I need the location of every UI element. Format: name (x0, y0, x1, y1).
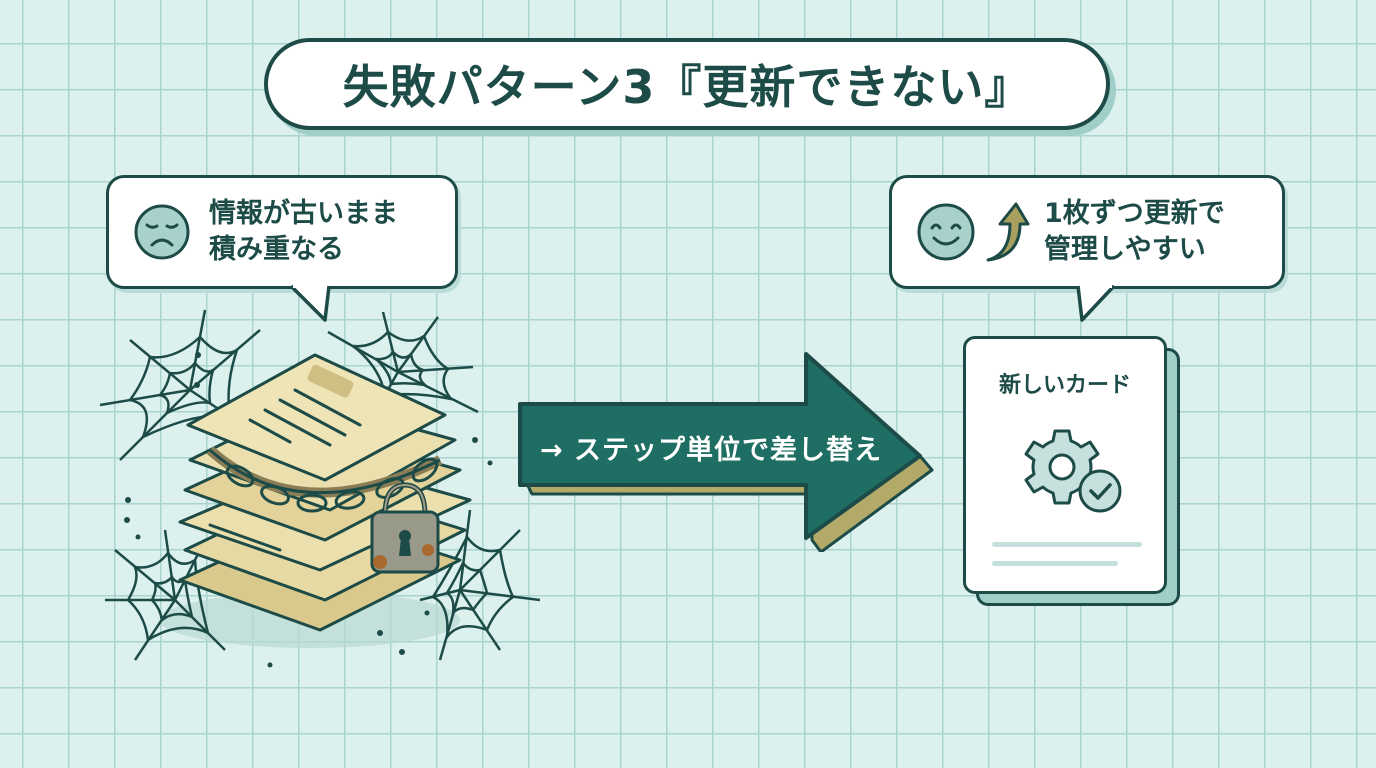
up-arrow-icon (986, 202, 1030, 262)
old-document-stack-illustration (99, 309, 540, 668)
card-text-line (992, 561, 1118, 566)
padlock-icon (370, 482, 440, 574)
arrow-label: → ステップ単位で差し替え (540, 435, 883, 466)
right-bubble-line-2: 管理しやすい (1044, 234, 1206, 265)
left-speech-bubble: 情報が古いまま 積み重なる (106, 175, 458, 322)
bubble-tail (1076, 284, 1116, 322)
transition-arrow (518, 352, 934, 552)
left-bubble-text: 情報が古いまま 積み重なる (209, 196, 398, 268)
left-bubble-line-2: 積み重なる (209, 234, 344, 265)
card-title: 新しいカード (998, 373, 1131, 398)
bubble-tail (289, 284, 331, 322)
sad-face-icon (134, 204, 190, 260)
chain-icon (206, 446, 443, 513)
new-card: 新しいカード (963, 336, 1167, 594)
title-banner: 失敗パターン3『更新できない』 (264, 38, 1110, 130)
left-bubble-line-1: 情報が古いまま (209, 198, 398, 229)
smile-face-icon (917, 203, 975, 261)
card-text-line (992, 542, 1142, 547)
right-bubble-text: 1枚ずつ更新で 管理しやすい (1044, 196, 1225, 268)
right-bubble-line-1: 1枚ずつ更新で (1044, 198, 1225, 229)
cobweb-icon (99, 309, 540, 661)
right-speech-bubble: 1枚ずつ更新で 管理しやすい (889, 175, 1285, 322)
gear-check-icon (1024, 429, 1122, 513)
page-title: 失敗パターン3『更新できない』 (342, 60, 1032, 114)
